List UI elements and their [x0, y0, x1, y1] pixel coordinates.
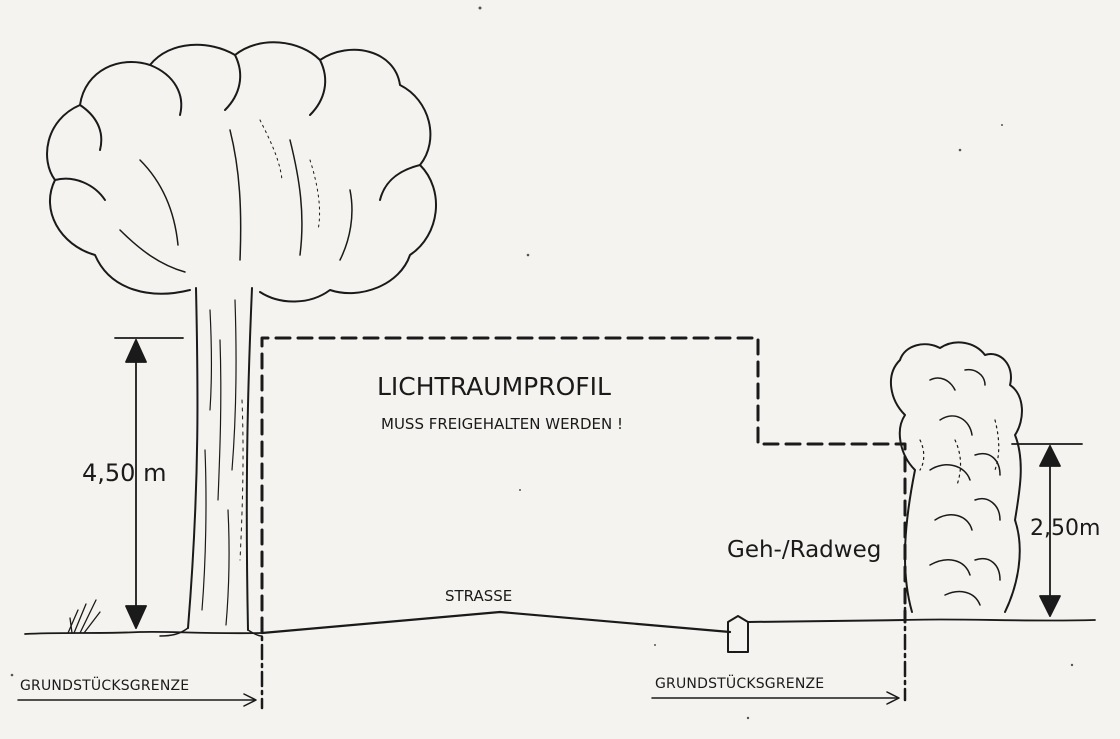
profile-title: LICHTRAUMPROFIL [377, 372, 611, 401]
boundary-arrow-right-head [886, 691, 900, 705]
road-label: STRASSE [445, 587, 513, 605]
paper-speckles [10, 6, 1074, 720]
path-label: Geh-/Radweg [727, 537, 882, 563]
tree-trunk [159, 287, 263, 637]
profile-subtitle: MUSS FREIGEHALTEN WERDEN ! [381, 415, 624, 433]
property-boundary-left-label: GRUNDSTÜCKSGRENZE [20, 678, 190, 694]
hedge [889, 341, 1023, 613]
ground-line-right [904, 618, 1096, 622]
tree-canopy [46, 41, 437, 303]
property-boundary-right-label: GRUNDSTÜCKSGRENZE [655, 676, 825, 692]
curb [727, 615, 749, 653]
road-surface [260, 610, 732, 635]
boundary-arrow-left-head [243, 693, 257, 707]
path-surface [747, 619, 906, 623]
height-right-label: 2,50m [1030, 516, 1101, 541]
grass-tuft [67, 599, 101, 634]
dimension-right [1011, 443, 1083, 617]
ground-line-left [24, 630, 263, 635]
dimension-left [114, 337, 184, 629]
clearance-profile-outline [260, 336, 907, 634]
height-left-label: 4,50 m [82, 459, 167, 487]
